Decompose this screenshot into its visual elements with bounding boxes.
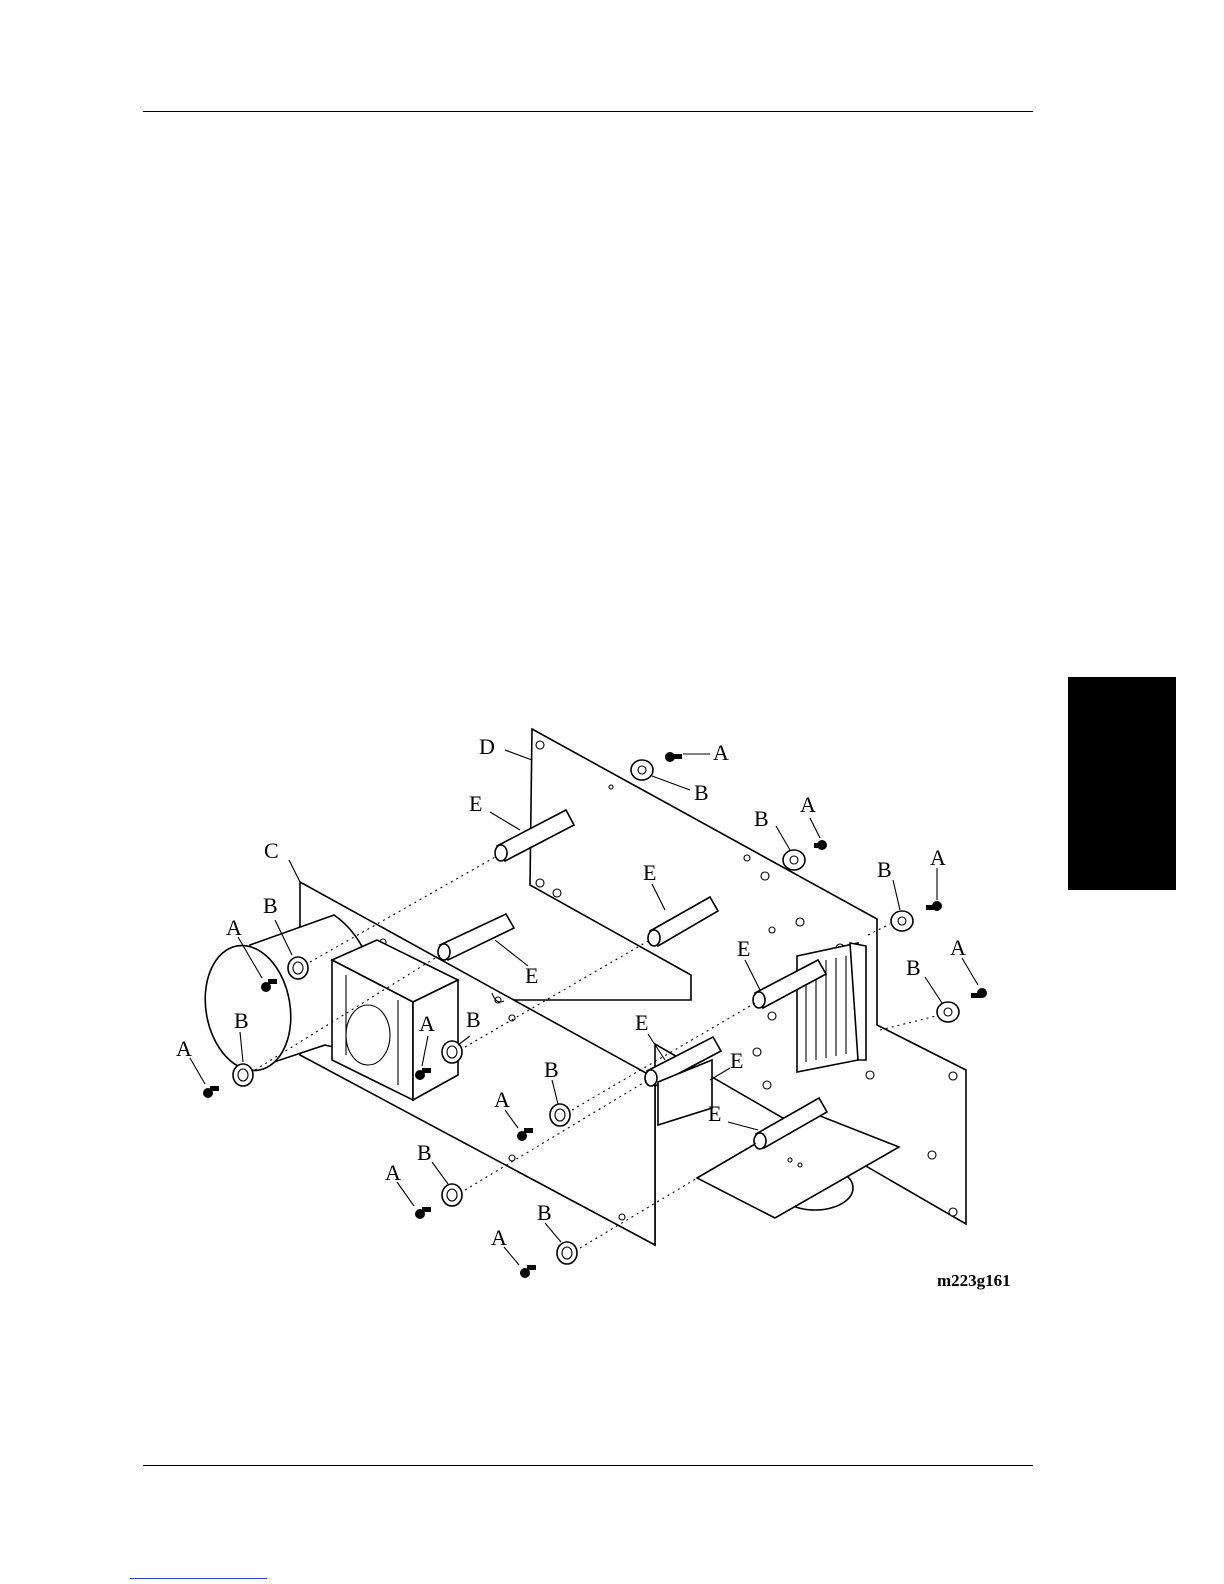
callout-a: A <box>950 935 966 960</box>
figure-reference: m223g161 <box>937 1271 1011 1290</box>
callout-b: B <box>263 893 278 918</box>
standoff-e-2 <box>438 914 514 960</box>
footer-rule <box>143 1465 1033 1466</box>
callout-a: A <box>419 1011 435 1036</box>
callout-a: A <box>494 1087 510 1112</box>
callout-e: E <box>643 860 656 885</box>
callout-b: B <box>877 857 892 882</box>
callout-e: E <box>737 936 750 961</box>
callout-a: A <box>226 915 242 940</box>
callout-a: A <box>713 740 729 765</box>
callout-b: B <box>537 1200 552 1225</box>
callout-e: E <box>469 791 482 816</box>
callout-b: B <box>754 806 769 831</box>
callout-b: B <box>906 955 921 980</box>
callout-e: E <box>635 1010 648 1035</box>
callout-a: A <box>385 1160 401 1185</box>
callout-a: A <box>176 1036 192 1061</box>
callout-b: B <box>234 1008 249 1033</box>
edge-connector <box>797 943 866 1072</box>
callout-e: E <box>730 1048 743 1073</box>
callout-e: E <box>708 1101 721 1126</box>
callout-b: B <box>417 1140 432 1165</box>
callout-e: E <box>525 963 538 988</box>
callout-b: B <box>466 1007 481 1032</box>
callout-c: C <box>264 838 279 863</box>
callout-a: A <box>491 1225 507 1250</box>
footer-link-underline[interactable] <box>130 1578 267 1579</box>
callout-d: D <box>479 734 495 759</box>
callout-a: A <box>800 792 816 817</box>
callout-b: B <box>544 1057 559 1082</box>
callout-b: B <box>694 780 709 805</box>
callout-a: A <box>930 845 946 870</box>
